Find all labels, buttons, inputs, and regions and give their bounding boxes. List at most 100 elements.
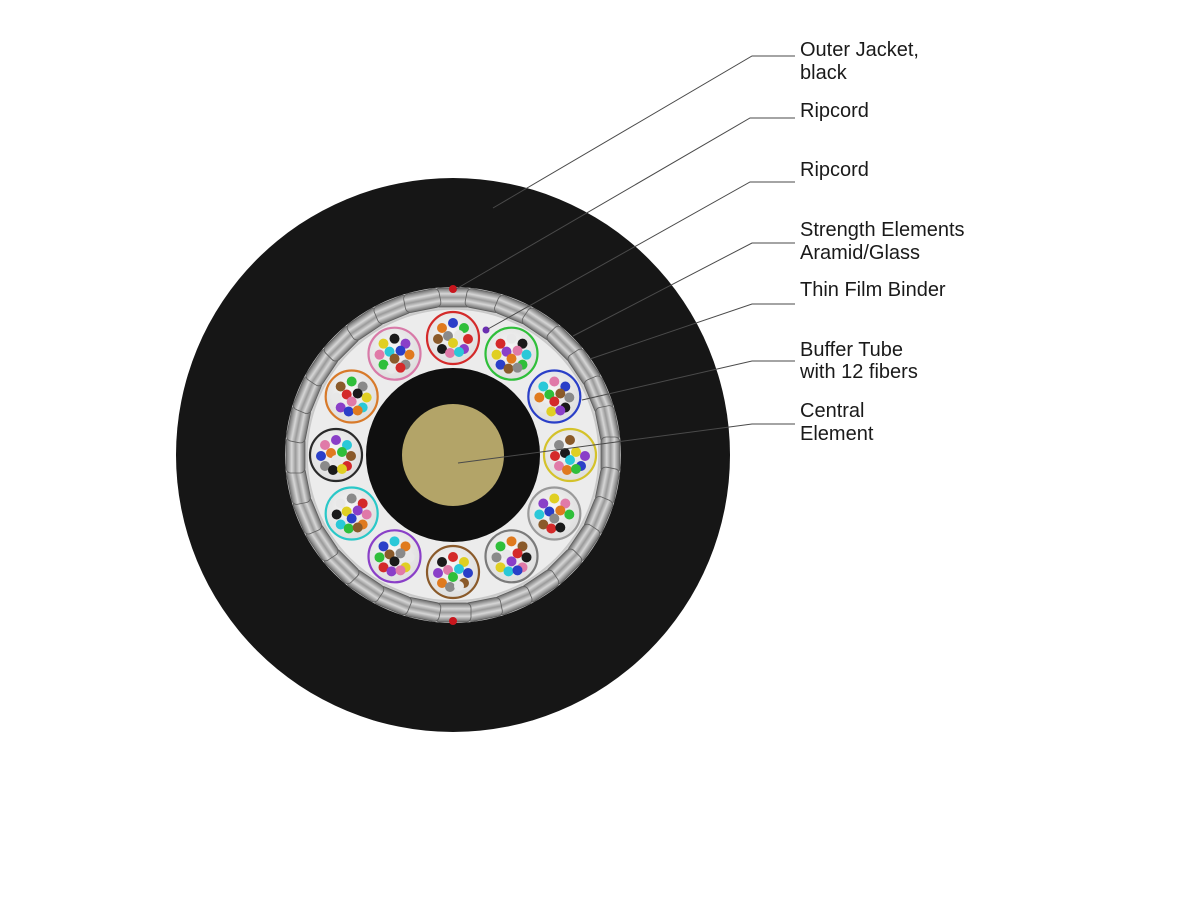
fiber xyxy=(555,505,566,516)
fiber xyxy=(501,549,512,560)
fiber xyxy=(389,353,400,364)
fiber xyxy=(352,522,363,533)
fiber xyxy=(463,334,473,344)
buffer-tubes-group xyxy=(308,310,598,600)
fiber xyxy=(374,349,385,360)
fiber xyxy=(495,541,506,552)
fiber xyxy=(346,493,357,504)
label-buffer-tube-line1: Buffer Tube xyxy=(800,339,903,361)
leader-buffer-tube xyxy=(581,360,795,401)
fiber xyxy=(546,523,557,534)
leader-ripcord-outer xyxy=(455,117,795,290)
fiber xyxy=(495,562,506,573)
label-buffer-tube-line2: with 12 fibers xyxy=(799,361,918,383)
fiber xyxy=(564,509,575,520)
fiber xyxy=(503,363,514,374)
ripcord-bottom xyxy=(449,617,457,625)
fiber xyxy=(331,455,341,465)
fiber xyxy=(316,451,326,461)
fiber xyxy=(544,389,555,400)
fiber xyxy=(352,388,363,399)
fiber xyxy=(335,519,346,530)
fiber xyxy=(491,552,502,563)
fiber xyxy=(378,359,389,370)
fiber xyxy=(443,331,453,341)
buffer-tube xyxy=(425,310,481,366)
fiber xyxy=(433,334,443,344)
fiber xyxy=(404,552,415,563)
fiber xyxy=(521,552,532,563)
fiber xyxy=(491,349,502,360)
fiber xyxy=(459,323,469,333)
label-strength-elements-line1: Strength Elements xyxy=(800,219,965,241)
fiber xyxy=(544,506,555,517)
strength-elements-ring xyxy=(285,287,621,623)
fiber xyxy=(395,362,406,373)
central-element-core xyxy=(402,404,504,506)
leader-strength-elements xyxy=(572,242,795,337)
fiber xyxy=(565,435,575,445)
fiber xyxy=(343,406,354,417)
fiber xyxy=(538,519,549,530)
fiber xyxy=(437,344,447,354)
fiber xyxy=(320,461,330,471)
fiber xyxy=(506,353,517,364)
fiber xyxy=(445,582,455,592)
fiber xyxy=(326,448,336,458)
fiber xyxy=(335,381,346,392)
fiber xyxy=(534,509,545,520)
label-thin-film-binder: Thin Film Binder xyxy=(800,279,946,301)
fiber xyxy=(346,451,356,461)
fiber xyxy=(506,556,517,567)
fiber xyxy=(538,498,549,509)
fiber xyxy=(378,541,389,552)
leader-thin-film-binder xyxy=(589,303,795,360)
fiber xyxy=(346,376,357,387)
buffer-tube xyxy=(367,326,422,381)
fiber xyxy=(346,513,357,524)
fiber xyxy=(560,498,571,509)
fiber xyxy=(374,552,385,563)
fiber xyxy=(342,440,352,450)
fiber xyxy=(501,346,512,357)
buffer-tube xyxy=(324,369,379,424)
fiber xyxy=(512,362,523,373)
fiber xyxy=(549,376,560,387)
fiber xyxy=(443,565,453,575)
buffer-tube xyxy=(484,326,539,381)
buffer-tube xyxy=(308,427,364,483)
fiber xyxy=(512,565,523,576)
label-ripcord-outer: Ripcord xyxy=(800,100,869,122)
fiber xyxy=(554,440,564,450)
fiber xyxy=(454,347,464,357)
fiber xyxy=(378,338,389,349)
fiber xyxy=(571,447,581,457)
fiber xyxy=(437,557,447,567)
label-strength-elements-line2: Aramid/Glass xyxy=(800,242,920,264)
fiber xyxy=(384,346,395,357)
fiber xyxy=(331,435,341,445)
fiber xyxy=(448,338,458,348)
fiber xyxy=(331,509,342,520)
fiber xyxy=(555,388,566,399)
fiber xyxy=(389,536,400,547)
fiber xyxy=(580,451,590,461)
fiber xyxy=(433,568,443,578)
fiber xyxy=(400,338,411,349)
buffer-tube xyxy=(425,544,481,600)
fiber xyxy=(352,405,363,416)
fiber xyxy=(549,396,560,407)
ripcord-inner-dot xyxy=(482,326,490,334)
fiber xyxy=(560,381,571,392)
buffer-tube xyxy=(527,369,582,424)
fiber xyxy=(564,392,575,403)
fiber xyxy=(495,338,506,349)
fiber xyxy=(337,447,347,457)
buffer-tube xyxy=(367,529,422,584)
fiber xyxy=(517,541,528,552)
fiber xyxy=(357,498,368,509)
fiber xyxy=(400,541,411,552)
buffer-tube xyxy=(542,427,598,483)
fiber xyxy=(534,392,545,403)
